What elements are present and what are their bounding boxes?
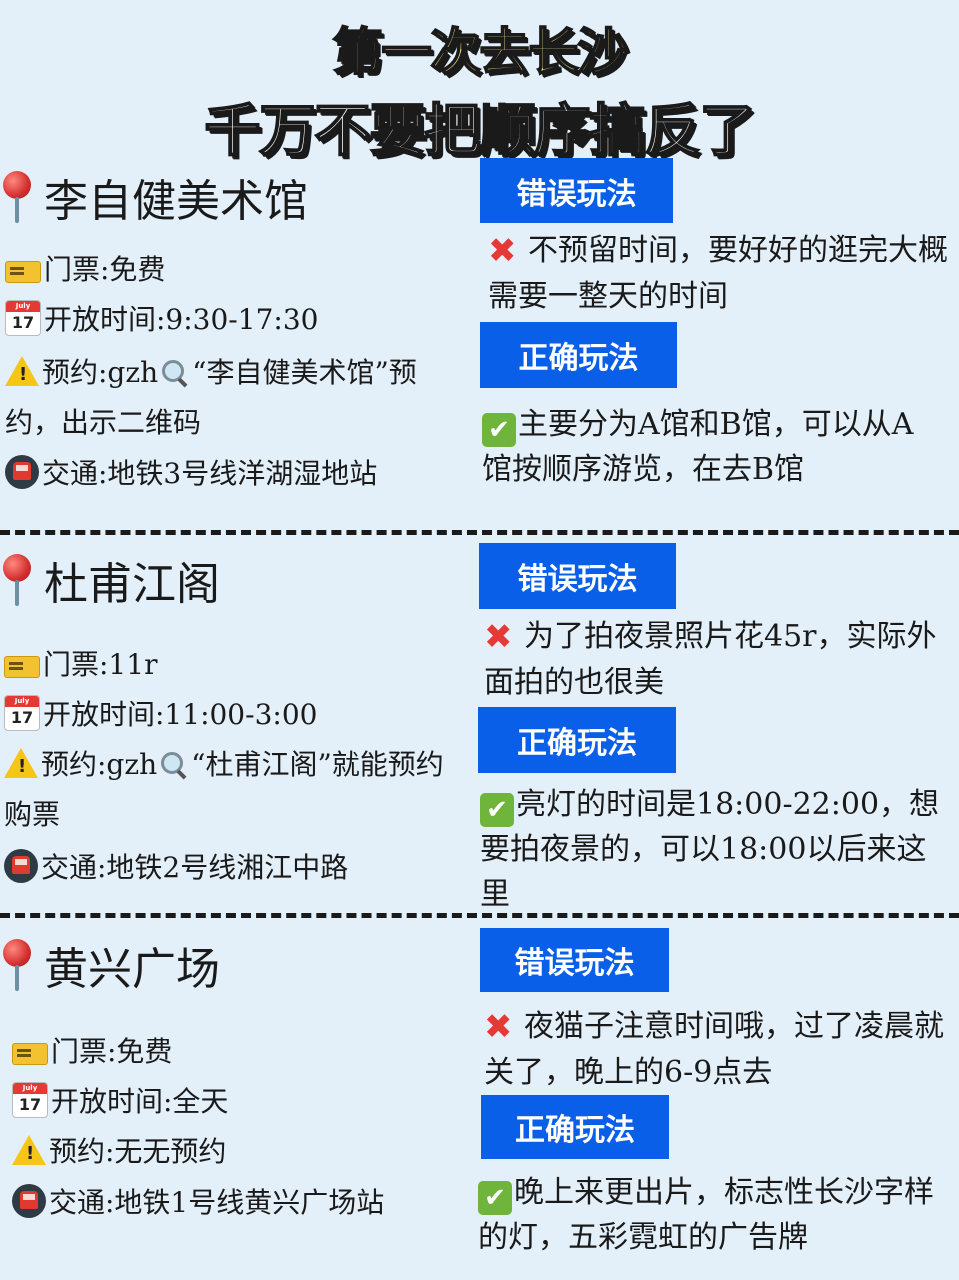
warning-icon: ! — [5, 356, 39, 386]
reserve-text: 预约:gzh — [42, 356, 159, 389]
cross-mark-icon: ✖ — [488, 231, 517, 271]
wrong-way-label: 错误玩法 — [480, 928, 669, 992]
reserve-row: !预约:gzh“杜甫江阁”就能预约购票 — [4, 740, 464, 840]
hours-text: 开放时间:全天 — [51, 1085, 229, 1118]
reserve-row: !预约:gzh“李自健美术馆”预约，出示二维码 — [5, 348, 465, 448]
round-pushpin-icon — [0, 552, 40, 608]
title-line-2: 千万不要把顺序搞反了 — [204, 98, 757, 165]
transport-row: 交通:地铁3号线洋湖湿地站 — [5, 452, 377, 492]
wrong-way-label: 错误玩法 — [479, 543, 676, 609]
right-way-text: ✔亮灯的时间是18:00-22:00，想要拍夜景的，可以18:00以后来这里 — [480, 787, 940, 912]
place-name: 黄兴广场 — [44, 944, 220, 995]
metro-icon — [5, 455, 39, 489]
check-mark-icon: ✔ — [478, 1181, 512, 1215]
ticket-row: 门票:11r — [4, 643, 157, 683]
wrong-way-text: ✖不预留时间，要好好的逛完大概需要一整天的时间 — [488, 231, 948, 314]
cross-mark-icon: ✖ — [484, 1007, 513, 1047]
magnifier-icon — [160, 358, 190, 388]
wrong-way-label: 错误玩法 — [480, 158, 673, 223]
transport-row: 交通:地铁2号线湘江中路 — [4, 846, 348, 886]
section-divider — [0, 913, 959, 918]
ticket-text: 门票:11r — [43, 648, 158, 681]
hours-text: 开放时间:9:30-17:30 — [44, 303, 319, 336]
metro-icon — [12, 1184, 46, 1218]
transport-text: 交通:地铁2号线湘江中路 — [41, 851, 349, 884]
round-pushpin-icon — [0, 937, 40, 993]
wrong-way-text: ✖为了拍夜景照片花45r，实际外面拍的也很美 — [484, 617, 937, 700]
title-line-1: 第一次去长沙 — [332, 22, 629, 82]
ticket-row: 门票:免费 — [12, 1030, 172, 1070]
magnifier-icon — [159, 750, 189, 780]
warning-icon: ! — [4, 748, 38, 778]
ticket-icon — [12, 1042, 48, 1065]
ticket-icon — [5, 260, 41, 283]
reserve-detail: “杜甫江阁”就能预约购票 — [4, 748, 444, 831]
section-divider — [0, 530, 959, 535]
reserve-detail: “李自健美术馆”预约，出示二维码 — [5, 356, 417, 439]
place-heading: 杜甫江阁 — [0, 548, 220, 612]
check-mark-icon: ✔ — [480, 793, 514, 827]
right-way-label: 正确玩法 — [481, 1095, 669, 1159]
place-name: 杜甫江阁 — [44, 559, 220, 610]
ticket-icon — [4, 655, 40, 678]
transport-text: 交通:地铁3号线洋湖湿地站 — [42, 457, 378, 490]
ticket-text: 门票:免费 — [51, 1035, 173, 1068]
ticket-text: 门票:免费 — [44, 253, 166, 286]
right-way-label: 正确玩法 — [478, 707, 676, 773]
right-way-text: ✔主要分为A馆和B馆，可以从A馆按顺序游览，在去B馆 — [482, 407, 914, 487]
hours-text: 开放时间:11:00-3:00 — [43, 698, 318, 731]
ticket-row: 门票:免费 — [5, 248, 165, 288]
reserve-text: 预约:无无预约 — [49, 1135, 227, 1168]
check-mark-icon: ✔ — [482, 413, 516, 447]
place-name: 李自健美术馆 — [44, 176, 308, 227]
metro-icon — [4, 849, 38, 883]
round-pushpin-icon — [0, 169, 40, 225]
cross-mark-icon: ✖ — [484, 617, 513, 657]
reserve-text: 预约:gzh — [41, 748, 158, 781]
reserve-row: ! 预约:无无预约 — [12, 1130, 226, 1170]
transport-text: 交通:地铁1号线黄兴广场站 — [49, 1186, 385, 1219]
place-heading: 黄兴广场 — [0, 933, 220, 997]
warning-icon: ! — [12, 1135, 46, 1165]
right-way-label: 正确玩法 — [480, 322, 677, 388]
wrong-way-text: ✖夜猫子注意时间哦，过了凌晨就关了，晚上的6-9点去 — [484, 1007, 944, 1090]
transport-row: 交通:地铁1号线黄兴广场站 — [12, 1181, 384, 1221]
right-way-text: ✔晚上来更出片，标志性长沙字样的灯，五彩霓虹的广告牌 — [478, 1175, 934, 1255]
place-heading: 李自健美术馆 — [0, 165, 308, 229]
